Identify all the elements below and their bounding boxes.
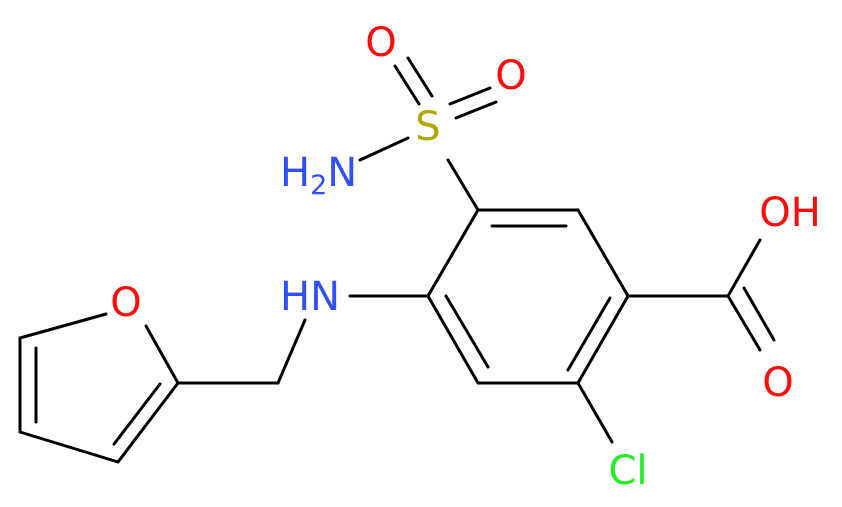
bond-s-n xyxy=(358,136,410,162)
bond-ccooh-oh xyxy=(726,238,762,298)
sulfur-atom: S xyxy=(415,104,440,150)
bond-ccooh-o-a xyxy=(726,294,762,352)
bond-ccooh-o-b xyxy=(742,286,776,342)
bond-c3-c4 xyxy=(576,294,630,385)
carbonyl-oxygen: O xyxy=(762,360,793,406)
amine-h: H xyxy=(280,150,310,196)
furan-oxygen: O xyxy=(110,280,141,326)
bond-s-o-top-a xyxy=(393,64,421,106)
bond-c3-c4-inner xyxy=(566,296,612,372)
bond-s-o-right-b xyxy=(454,100,498,120)
chlorine-atom: Cl xyxy=(608,448,647,494)
bond-nh-ch2 xyxy=(276,318,307,385)
bond-fc4-fc3 xyxy=(18,430,120,464)
bond-fc3-fc2 xyxy=(116,381,180,464)
bond-c1-s xyxy=(446,158,480,212)
furan-ring xyxy=(18,312,180,464)
bond-c4-cl xyxy=(576,381,614,444)
sulfonyl-oxygen-right: O xyxy=(495,53,526,99)
benzene-ring xyxy=(426,208,630,385)
hydroxyl-label: OH xyxy=(759,190,821,236)
bond-c5-c6 xyxy=(426,294,480,385)
bond-s-o-right-a xyxy=(448,86,492,106)
bond-c6-c1 xyxy=(426,208,480,298)
amine-nh2-label: H2N xyxy=(280,150,357,201)
amine-n: N xyxy=(327,150,357,196)
bond-fc2-fo xyxy=(144,324,180,385)
bond-c2-c3 xyxy=(576,208,630,298)
bond-c5-c6-inner xyxy=(444,294,490,369)
bond-s-o-top-b xyxy=(406,56,434,98)
amine-nh-label: HN xyxy=(280,274,340,320)
sulfonyl-oxygen-top: O xyxy=(365,20,396,66)
bond-fo-fc5 xyxy=(18,312,108,340)
amine-subscript: 2 xyxy=(310,170,327,201)
bond-fc3-fc2-inner xyxy=(112,382,162,446)
